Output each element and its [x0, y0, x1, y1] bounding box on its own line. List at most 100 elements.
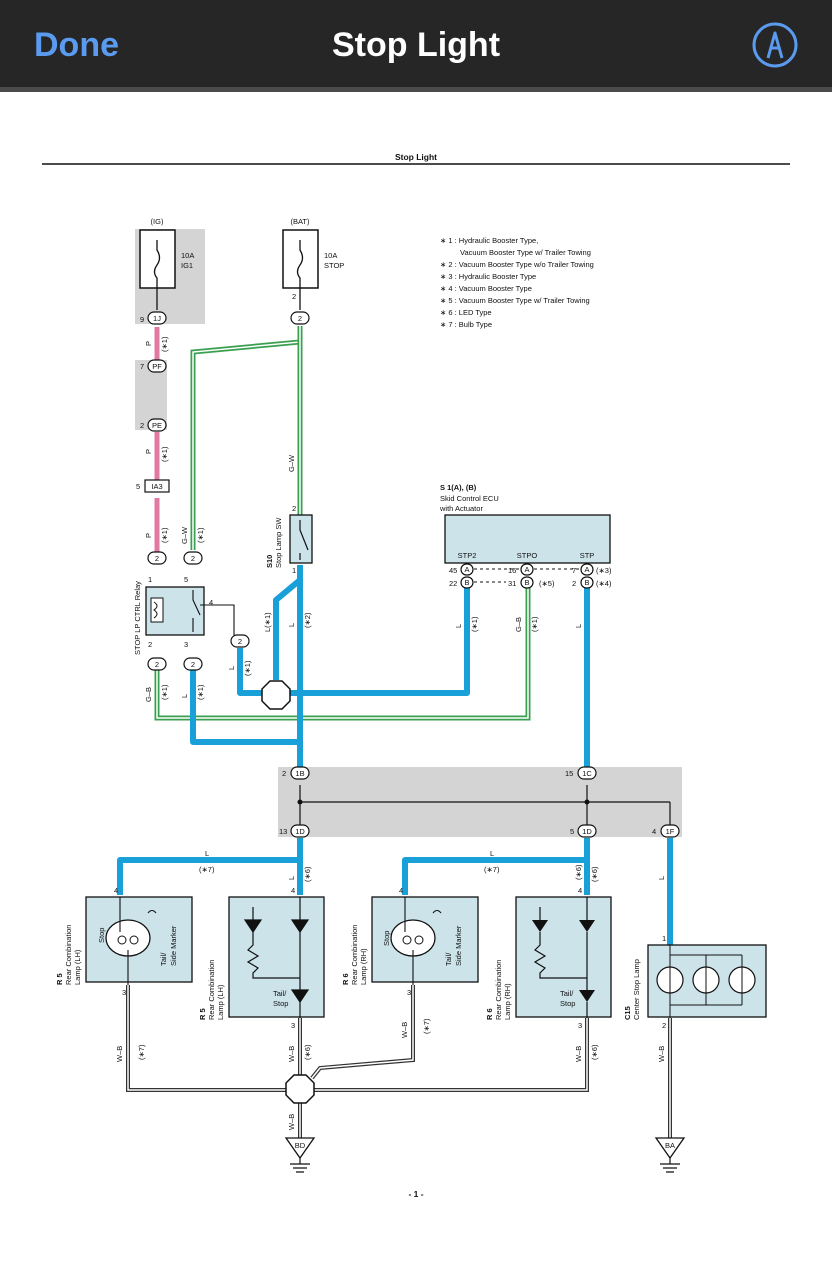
- pin-label: 5: [184, 575, 188, 584]
- note-tag: (∗1): [160, 527, 169, 543]
- r5-code: R 5: [55, 973, 64, 985]
- navigation-bar: Done Stop Light: [0, 0, 832, 92]
- c15-code: C15: [623, 1006, 632, 1020]
- connector-ia3-label: IA3: [151, 482, 162, 491]
- svg-text:∗ 2 : Vacuum Booster Type w/o: ∗ 2 : Vacuum Booster Type w/o Trailer To…: [440, 260, 594, 269]
- connector-1f-label: 1F: [666, 827, 675, 836]
- wire-label: L: [287, 876, 296, 880]
- wire-label: G–B: [514, 617, 523, 632]
- note-tag: (∗4): [596, 579, 612, 588]
- svg-text:∗ 5 : Vacuum Booster Type w/ T: ∗ 5 : Vacuum Booster Type w/ Trailer Tow…: [440, 296, 590, 305]
- pin-label: 3: [184, 640, 188, 649]
- lamp-stop-label: Stop: [97, 928, 106, 943]
- pen-markup-icon[interactable]: [752, 22, 798, 68]
- fuse-stop-name: STOP: [324, 261, 344, 270]
- connector-2-label: 2: [155, 660, 159, 669]
- wire-label: G–B: [144, 687, 153, 702]
- pin-label: 7: [140, 362, 144, 371]
- connector-1d-label: 1D: [295, 827, 305, 836]
- svg-text:∗ 3 : Hydraulic Booster Type: ∗ 3 : Hydraulic Booster Type: [440, 272, 536, 281]
- pin-label: 4: [291, 886, 295, 895]
- pin-label: 31: [508, 579, 516, 588]
- connector-b-label: B: [464, 578, 469, 587]
- wire-label: L: [454, 624, 463, 628]
- pin-label: 5: [570, 827, 574, 836]
- note-tag: (∗1): [243, 660, 252, 676]
- r6-name: Rear Combination: [494, 960, 503, 1020]
- note-tag: (∗1): [160, 684, 169, 700]
- lamp-side-marker-label: Side Marker: [454, 925, 463, 966]
- note-tag: (∗2): [303, 612, 312, 628]
- note-tag: (∗1): [530, 616, 539, 632]
- r5-name-2: Lamp (LH): [73, 949, 82, 985]
- r6-rear-combination-lamp-led: [515, 896, 612, 1018]
- wire-label: W–B: [287, 1114, 296, 1130]
- connector-1b-label: 1B: [295, 769, 304, 778]
- wiring-diagram-page[interactable]: Stop Light: [0, 97, 832, 1279]
- wire-label: L: [657, 876, 666, 880]
- r5-name: Rear Combination: [207, 960, 216, 1020]
- pin-label: 7: [572, 566, 576, 575]
- connector-2-label: 2: [298, 314, 302, 323]
- pin-label: 4: [578, 886, 582, 895]
- diagram-header: Stop Light: [395, 152, 437, 162]
- connector-a-label: A: [464, 565, 469, 574]
- pin-label: 3: [578, 1021, 582, 1030]
- note-tag: (∗1): [160, 446, 169, 462]
- note-tag: (∗7): [199, 865, 215, 874]
- connector-2-label: 2: [155, 554, 159, 563]
- r6-code: R 6: [341, 973, 350, 985]
- note-tag: (∗3): [596, 566, 612, 575]
- r5-code: R 5: [198, 1008, 207, 1020]
- ecu-pin-stpo: STPO: [517, 551, 538, 560]
- wire-label: W–B: [400, 1022, 409, 1038]
- pin-label: 45: [449, 566, 457, 575]
- done-button[interactable]: Done: [34, 26, 119, 64]
- ecu-pin-stp: STP: [580, 551, 595, 560]
- lamp-tail-label: Tail/: [444, 952, 453, 966]
- svg-text:∗ 1 : Hydraulic Booster Type,: ∗ 1 : Hydraulic Booster Type,: [440, 236, 538, 245]
- lamp-tail-stop-label: Tail/: [273, 989, 287, 998]
- fuse-ig1-name: IG1: [181, 261, 193, 270]
- note-tag: (∗1): [160, 336, 169, 352]
- svg-text:∗ 7 : Bulb Type: ∗ 7 : Bulb Type: [440, 320, 492, 329]
- pin-label: 2: [292, 292, 296, 301]
- wire-label: W–B: [115, 1046, 124, 1062]
- note-tag: (∗1): [196, 684, 205, 700]
- wire-label: P: [144, 533, 153, 538]
- wire-label: L: [205, 849, 209, 858]
- note-tag: (∗6): [303, 866, 312, 882]
- connector-2-label: 2: [238, 637, 242, 646]
- lamp-stop-label: Stop: [273, 999, 288, 1008]
- r6-code: R 6: [485, 1008, 494, 1020]
- wire-label: L: [287, 623, 296, 627]
- wire-label: W–B: [287, 1046, 296, 1062]
- pin-label: 2: [662, 1021, 666, 1030]
- note-tag: (∗1): [196, 527, 205, 543]
- note-tag: (∗6): [303, 1044, 312, 1060]
- fuse-ig1-icon: [153, 240, 161, 288]
- pin-label: 4: [652, 827, 656, 836]
- ground-splice: [285, 1074, 315, 1104]
- wire-label: L(∗1): [263, 612, 272, 632]
- svg-text:Vacuum Booster Type w/ Trailer: Vacuum Booster Type w/ Trailer Towing: [460, 248, 591, 257]
- connector-b-label: B: [524, 578, 529, 587]
- pin-label: 2: [282, 769, 286, 778]
- r6-name-2: Lamp (RH): [359, 948, 368, 985]
- ig-source-label: (IG): [151, 217, 164, 226]
- fuse-ig1-amp: 10A: [181, 251, 194, 260]
- connector-pe-label: PE: [152, 421, 162, 430]
- note-tag: (∗7): [422, 1018, 431, 1034]
- ground-ba-label: BA: [665, 1141, 675, 1150]
- wiring-diagram: Stop Light: [42, 152, 790, 1199]
- note-tag: (∗5): [539, 579, 555, 588]
- wire-label: L: [227, 666, 236, 670]
- wire-label: L: [574, 624, 583, 628]
- ground-bd-icon: [284, 1137, 316, 1160]
- pin-label: 3: [122, 988, 126, 997]
- ecu-name: Skid Control ECU: [440, 494, 499, 503]
- pin-label: 4: [399, 886, 403, 895]
- wire-label: L: [490, 849, 494, 858]
- pin-label: 22: [449, 579, 457, 588]
- note-tag: (∗7): [484, 865, 500, 874]
